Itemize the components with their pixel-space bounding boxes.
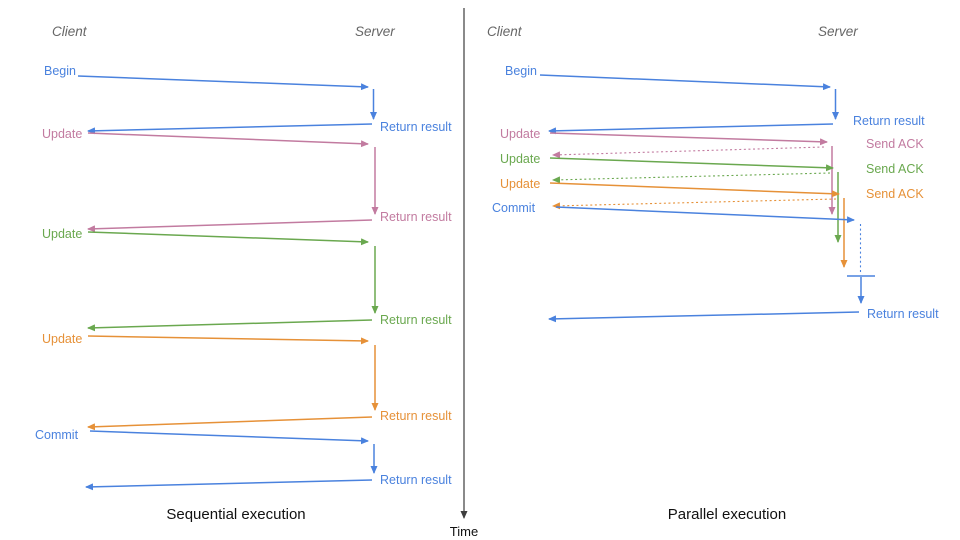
- right-update3-ack-label: Send ACK: [866, 187, 924, 201]
- left-update1-request-arrow: [87, 132, 369, 148]
- time-axis-label: Time: [450, 524, 478, 539]
- left-begin-response-label: Return result: [380, 120, 452, 134]
- left-update1-response-arrow: [87, 219, 373, 233]
- left-update3-response-label: Return result: [380, 409, 452, 423]
- right-commit-request-arrow: [555, 206, 855, 224]
- right-commit-response-arrow: [548, 311, 860, 323]
- time-axis: Time: [450, 8, 478, 539]
- right-update3-ack-arrow: [552, 198, 837, 210]
- right-commit-response-label: Return result: [867, 307, 939, 321]
- left-commit-response-label: Return result: [380, 473, 452, 487]
- right-client-header: Client: [487, 24, 523, 39]
- right-update2-ack-arrow: [552, 172, 831, 184]
- left-begin-response-arrow: [87, 123, 373, 135]
- left-update2-label: Update: [42, 227, 82, 241]
- left-server-header: Server: [355, 24, 395, 39]
- right-update1-label: Update: [500, 127, 540, 141]
- left-commit-label: Commit: [35, 428, 79, 442]
- left-commit-request-arrow: [89, 430, 369, 445]
- right-begin-request-arrow: [539, 74, 831, 91]
- right-update2-request-arrow: [549, 157, 834, 172]
- left-begin-label: Begin: [44, 64, 76, 78]
- left-update2-response-arrow: [87, 319, 373, 332]
- right-update2-ack-label: Send ACK: [866, 162, 924, 176]
- right-caption: Parallel execution: [668, 506, 786, 523]
- right-server-header: Server: [818, 24, 858, 39]
- right-commit-label: Commit: [492, 201, 536, 215]
- left-update1-label: Update: [42, 127, 82, 141]
- right-begin-response-label: Return result: [853, 114, 925, 128]
- right-update3-request-arrow: [549, 182, 840, 198]
- right-update1-ack-arrow: [552, 146, 825, 159]
- right-update2-label: Update: [500, 152, 540, 166]
- left-update2-response-label: Return result: [380, 313, 452, 327]
- right-begin-response-arrow: [548, 123, 834, 135]
- right-update1-ack-label: Send ACK: [866, 137, 924, 151]
- left-update1-response-label: Return result: [380, 210, 452, 224]
- right-begin-label: Begin: [505, 64, 537, 78]
- right-update3-label: Update: [500, 177, 540, 191]
- left-begin-request-arrow: [77, 75, 369, 91]
- left-update3-label: Update: [42, 332, 82, 346]
- sequential-diagram: Client Server Begin Return result Update…: [35, 24, 452, 523]
- left-update3-request-arrow: [87, 335, 369, 345]
- left-caption: Sequential execution: [166, 506, 305, 523]
- parallel-diagram: Client Server Begin Return result Update…: [487, 24, 939, 523]
- left-client-header: Client: [52, 24, 88, 39]
- left-update3-response-arrow: [87, 416, 373, 431]
- left-commit-response-arrow: [85, 479, 373, 491]
- left-update2-request-arrow: [87, 231, 369, 246]
- right-update1-request-arrow: [549, 132, 828, 146]
